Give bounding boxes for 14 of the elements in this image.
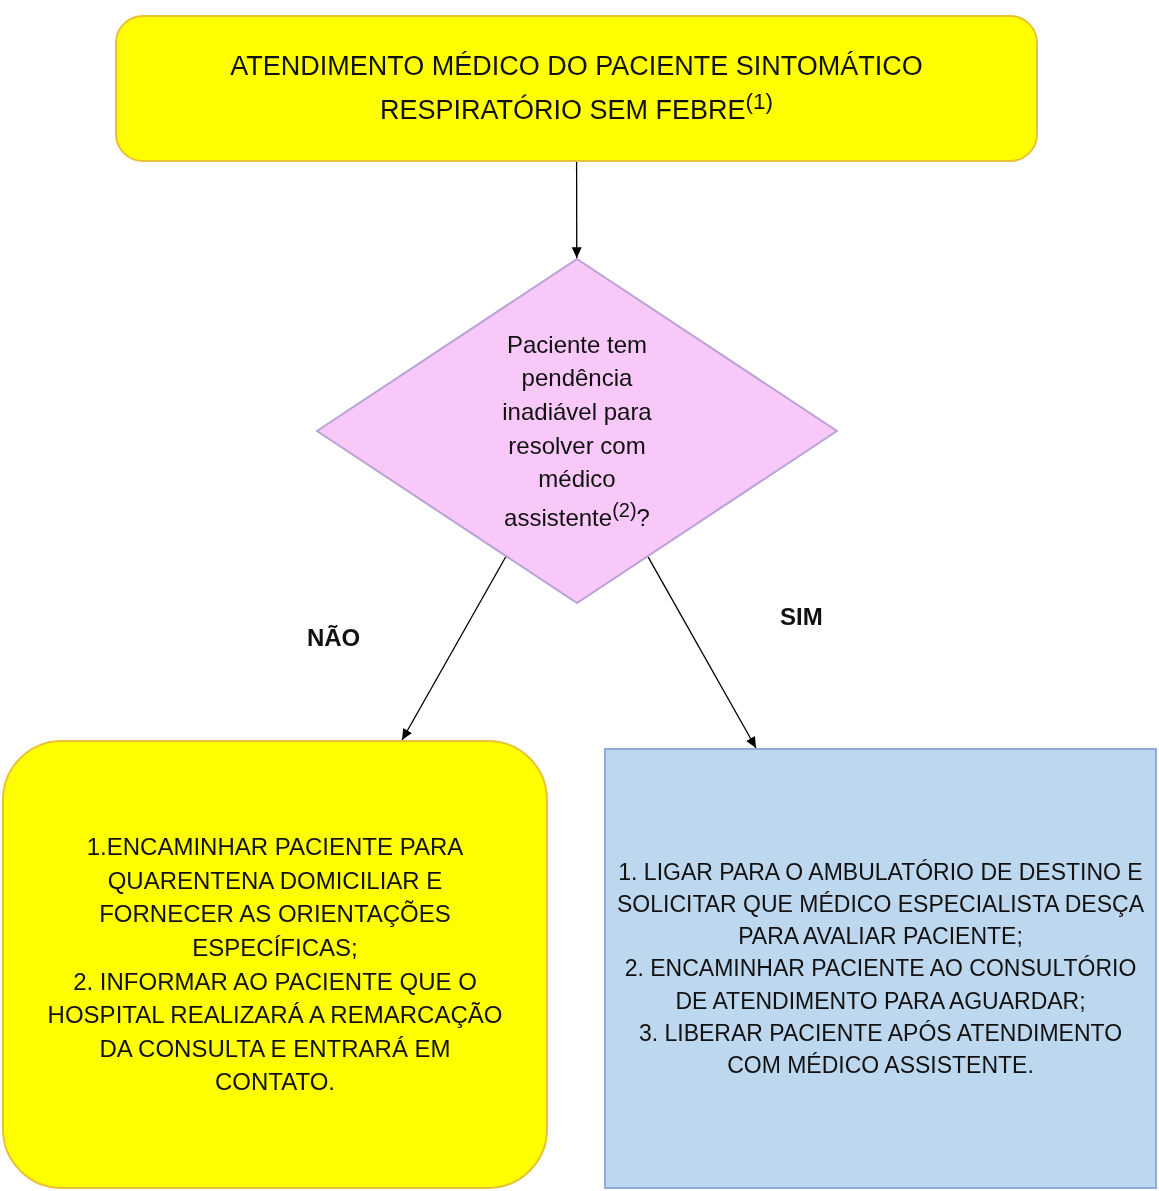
arrow [401,556,507,741]
node-text: 1.ENCAMINHAR PACIENTE PARA QUARENTENA DOMICILIAR E FORNECER AS ORIENTAÇÕES ESPECÍFICAS; [85,832,465,963]
arrow [571,161,582,259]
node-text: 3. LIBERAR PACIENTE APÓS ATENDIMENTO COM MÉDICO ASSISTENTE. [637,1018,1124,1080]
process-box [2,740,548,1189]
arrow [647,556,757,749]
node-text: 2. ENCAMINHAR PACIENTE AO CONSULTÓRIO DE ATENDIMENTO PARA AGUARDAR; [623,954,1138,1016]
process-box [604,748,1157,1189]
decision-diamond [316,258,838,604]
node-text: Paciente tem pendência inadiável para resolver com médico assistente$^{(2)}$? [501,329,653,533]
node-text: 1. LIGAR PARA O AMBULATÓRIO DE DESTINO E SOLICITAR QUE MÉDICO ESPECIALISTA DESÇA PARA AVALIAR PACIENTE; [616,857,1145,952]
start-box [115,15,1038,162]
node-text: ATENDIMENTO MÉDICO DO PACIENTE SINTOMÁTICO RESPIRATÓRIO SEM FEBRE$^{(1)}$ [229,49,924,127]
node-text: 2. INFORMAR AO PACIENTE QUE O HOSPITAL REALIZARÁ A REMARCAÇÃO DA CONSULTA E ENTRARÁ EM CONTATO. [46,966,504,1098]
